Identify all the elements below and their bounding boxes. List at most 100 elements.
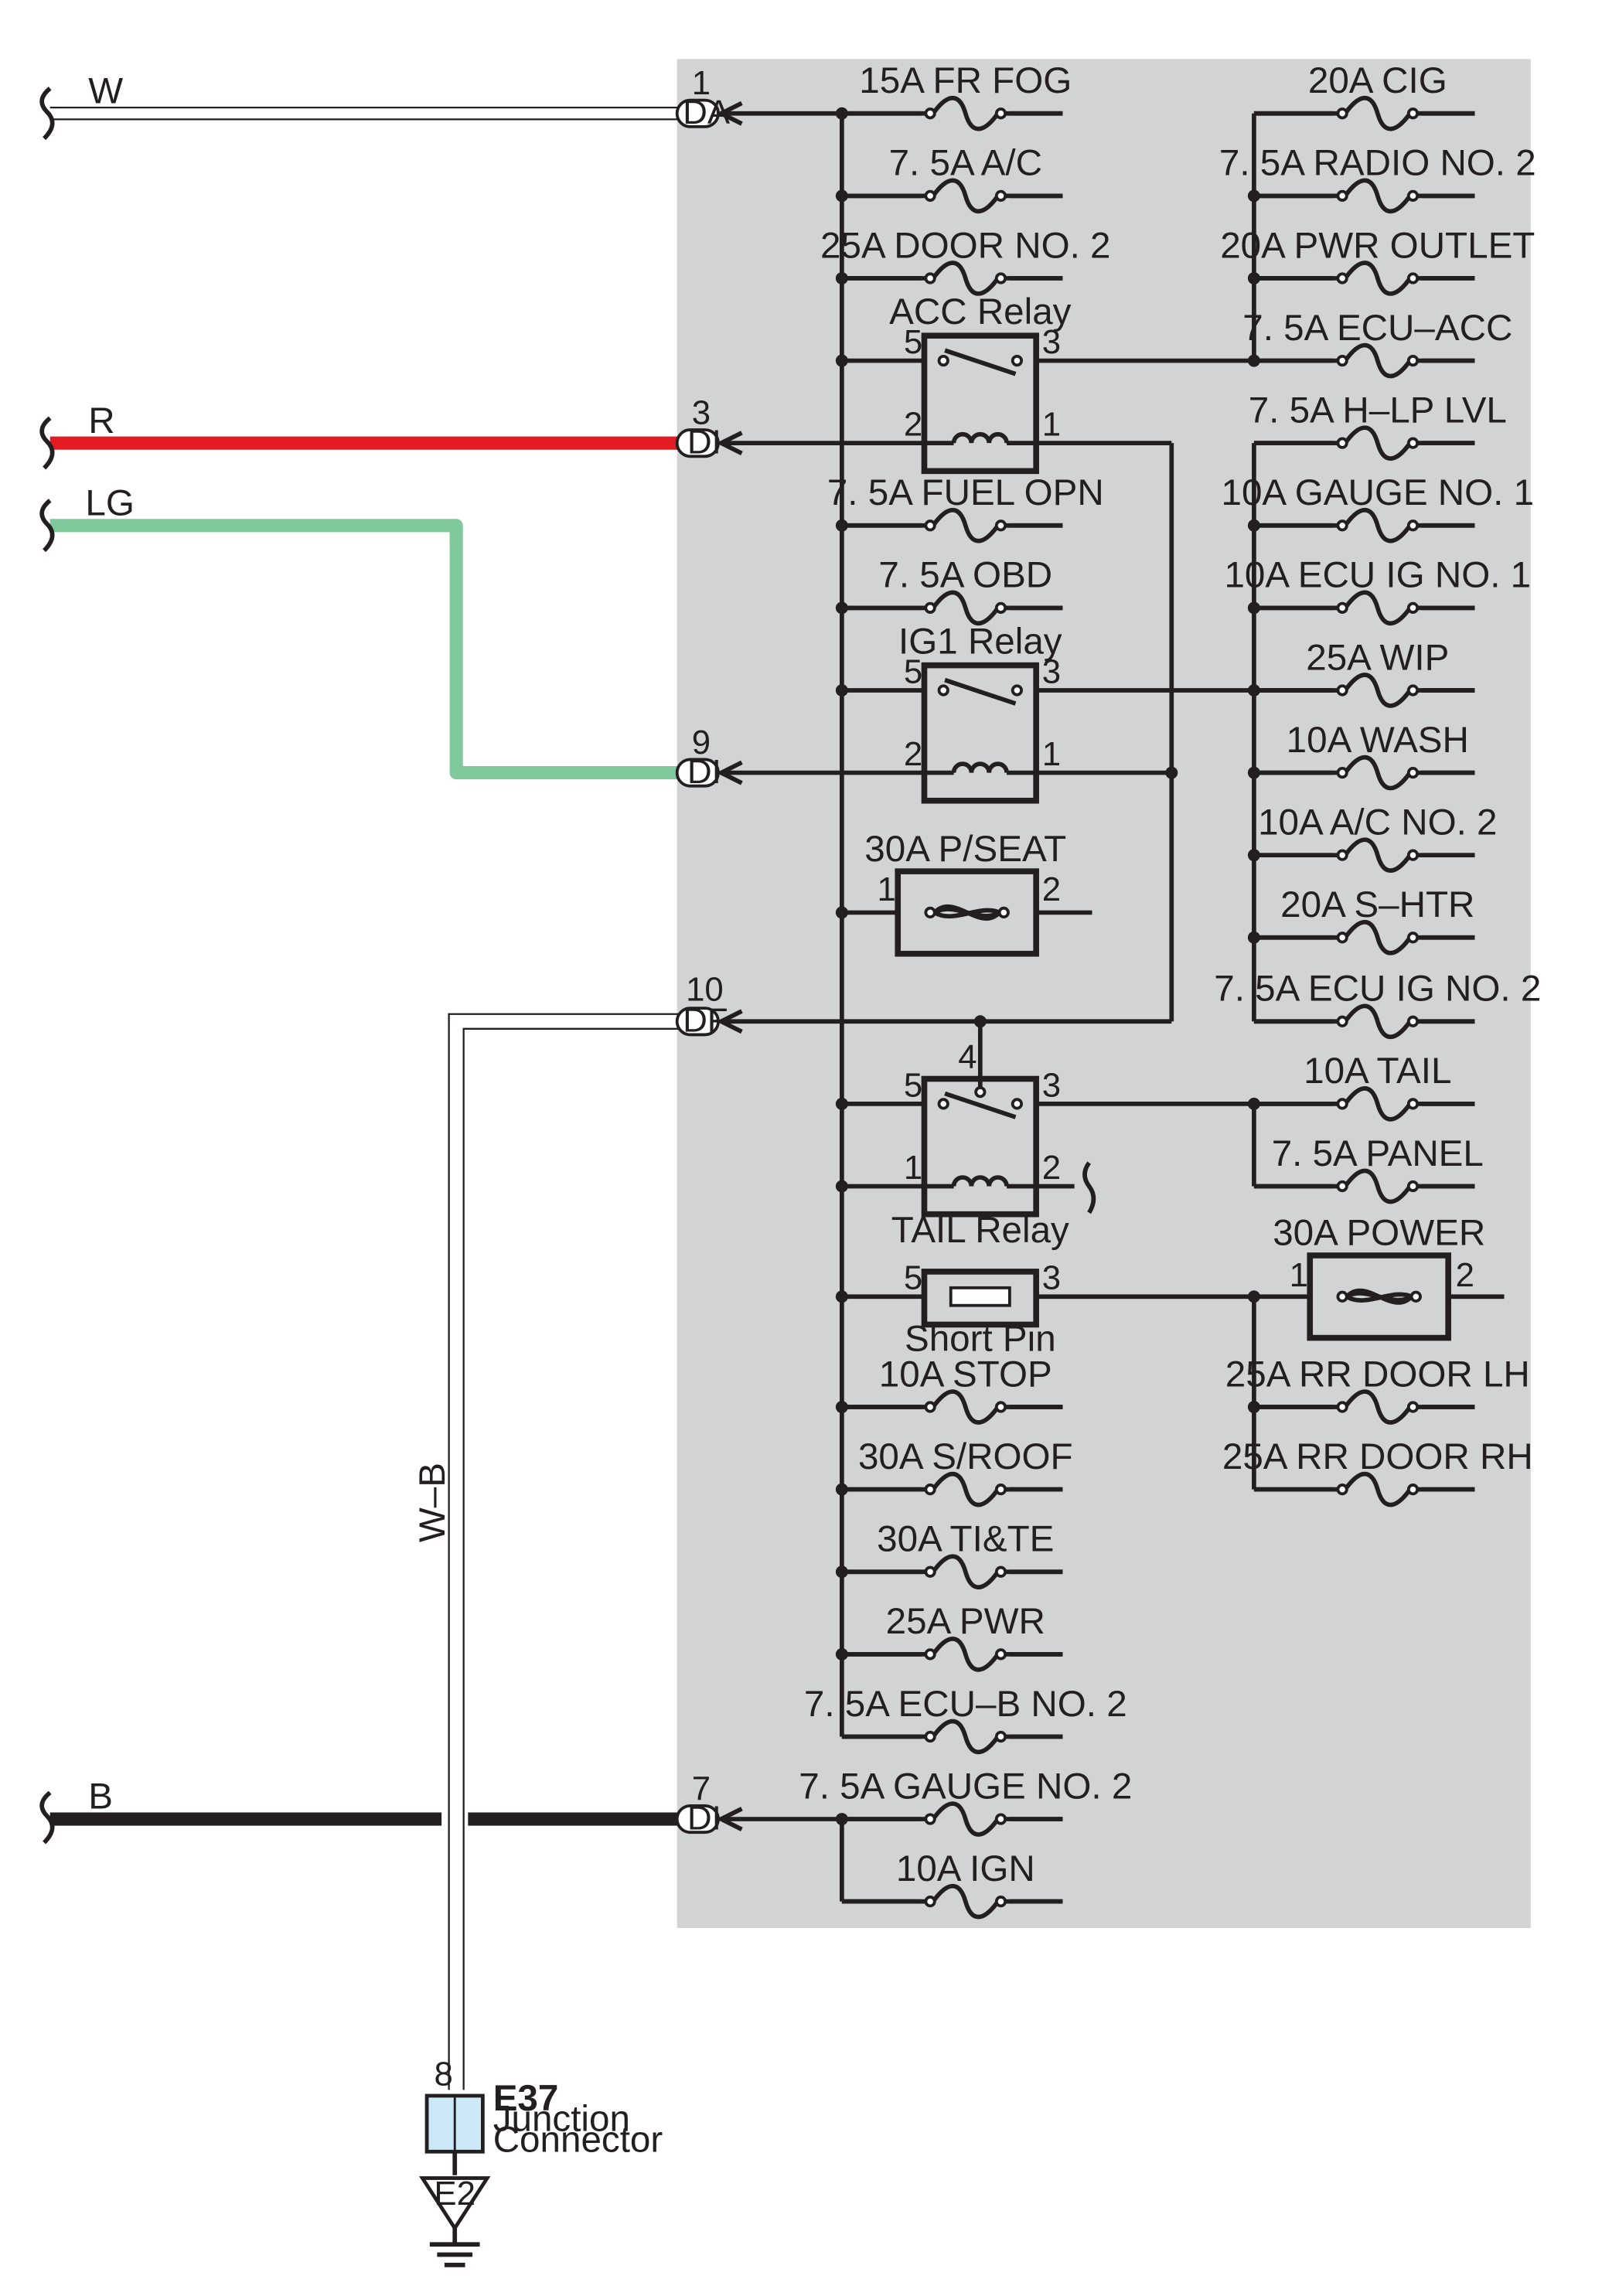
junction-dot <box>835 683 848 697</box>
fuse-icon <box>1343 673 1413 708</box>
fuse-right: 7. 5A RADIO NO. 2 <box>1219 143 1536 213</box>
relay-pin: 2 <box>904 735 922 773</box>
junction-dot <box>1247 354 1260 367</box>
fuse-icon <box>931 1472 1000 1507</box>
junction-dot <box>1247 931 1260 944</box>
wire-r: R <box>39 400 680 470</box>
ground-triangle-icon <box>418 2176 491 2232</box>
fuse-right: 10A A/C NO. 2 <box>1253 802 1498 873</box>
fusible-link-pin: 2 <box>1456 1256 1474 1294</box>
wire-w: W <box>39 70 680 141</box>
fuse-label: 20A PWR OUTLET <box>1220 225 1535 266</box>
junction-dot <box>835 1483 848 1496</box>
relay-coil-icon <box>951 1175 1009 1187</box>
wire-lg: LG <box>39 482 680 780</box>
junction-dot <box>835 1290 848 1303</box>
fuse-label: 10A STOP <box>879 1354 1052 1395</box>
fusible-link-power: 30A POWER 1 2 <box>1273 1213 1485 1341</box>
fuse-label: 15A FR FOG <box>859 60 1072 101</box>
relay-pin: 5 <box>904 323 922 361</box>
junction-dot <box>835 519 848 532</box>
acc-relay: ACC Relay 5 3 2 1 <box>889 291 1072 475</box>
fuse-label: 10A TAIL <box>1304 1051 1451 1092</box>
fusible-link-pseat: 30A P/SEAT 1 2 <box>864 829 1066 957</box>
fuse-icon <box>1343 508 1413 543</box>
fuse-left: 7. 5A ECU–B NO. 2 <box>804 1684 1127 1755</box>
fuse-label: 7. 5A ECU–ACC <box>1242 308 1512 349</box>
fusible-link-label: 30A POWER <box>1273 1213 1485 1254</box>
wire-w-label: W <box>88 70 123 111</box>
connector-code: DI <box>687 1799 721 1837</box>
junction-dot <box>1247 683 1260 697</box>
ig1-relay: IG1 Relay 5 3 2 1 <box>898 621 1062 804</box>
fuse-icon <box>1343 342 1413 379</box>
fuse-left: 7. 5A FUEL OPN <box>827 472 1104 543</box>
junction-dot <box>1247 519 1260 532</box>
fuse-icon <box>931 1884 1000 1920</box>
relay-switch-icon <box>944 348 1017 376</box>
junction-dot <box>1247 766 1260 779</box>
fuse-label: 10A A/C NO. 2 <box>1258 802 1497 843</box>
relay-pin: 4 <box>958 1038 977 1076</box>
wire-break-icon <box>39 87 55 141</box>
fuse-right: 20A CIG <box>1253 60 1475 131</box>
wire-wb: W–B <box>412 1013 680 2090</box>
fuse-label: 7. 5A GAUGE NO. 2 <box>799 1766 1132 1807</box>
junction-dot <box>973 1015 987 1028</box>
relay-pin: 5 <box>904 652 922 690</box>
relay-pin: 3 <box>1042 652 1061 690</box>
fuse-icon <box>1343 1389 1413 1425</box>
relay-pin: 1 <box>904 1149 922 1187</box>
fuse-icon <box>1343 590 1413 625</box>
fuse-label: 7. 5A RADIO NO. 2 <box>1219 143 1536 184</box>
fuse-label: 7. 5A A/C <box>889 143 1042 184</box>
tail-relay: 5 3 1 2 4 TAIL Relay <box>891 1038 1069 1251</box>
junction-pin: 8 <box>435 2056 453 2093</box>
junction-dot <box>835 601 848 615</box>
fuse-right: 10A WASH <box>1253 720 1475 791</box>
fuse-icon <box>1343 1003 1413 1039</box>
connector-pin: 3 <box>692 393 711 431</box>
fuse-icon <box>931 261 1000 296</box>
connector-di-9: 9 DI <box>675 724 743 791</box>
fuse-label: 25A WIP <box>1306 637 1449 678</box>
junction-dots <box>835 107 1260 1826</box>
fuse-right: 25A WIP <box>1253 637 1475 708</box>
fuse-icon <box>931 1389 1000 1425</box>
fuse-right: 10A TAIL <box>1253 1051 1475 1122</box>
internal-wiring <box>721 111 1505 1902</box>
fuse-left: 10A STOP <box>841 1354 1063 1425</box>
relay-pin: 1 <box>1042 406 1061 444</box>
junction-dot <box>835 1180 848 1193</box>
short-pin-pin: 5 <box>904 1259 922 1297</box>
relay-coil-icon <box>951 431 1009 444</box>
relay-pin: 2 <box>1042 1149 1061 1187</box>
fuse-icon <box>931 508 1000 543</box>
junction-dot <box>1247 1097 1260 1110</box>
junction-label-line2: Connector <box>493 2119 663 2160</box>
fuse-icon <box>1343 261 1413 296</box>
junction-dot <box>835 1097 848 1110</box>
fuse-right: 10A ECU IG NO. 1 <box>1224 555 1531 625</box>
junction-code: E37 <box>493 2078 559 2119</box>
fuse-right: 25A RR DOOR RH <box>1222 1436 1533 1507</box>
connector-code: DI <box>687 423 721 461</box>
relay-pin: 3 <box>1042 323 1061 361</box>
relay-pin: 5 <box>904 1066 922 1104</box>
relay-label: TAIL Relay <box>891 1210 1069 1251</box>
relay-label: IG1 Relay <box>898 621 1062 662</box>
junction-dot <box>835 906 848 919</box>
short-pin-icon <box>949 1286 1011 1307</box>
fuse-label: 7. 5A H–LP LVL <box>1249 390 1507 431</box>
fuse-label: 25A RR DOOR LH <box>1225 1354 1530 1395</box>
wire-b: B <box>39 1777 680 1845</box>
wire-break-icon <box>39 1790 55 1845</box>
fuse-icon <box>931 590 1000 625</box>
fuse-label: 25A RR DOOR RH <box>1222 1436 1533 1477</box>
fusible-link-icon <box>1345 1288 1413 1305</box>
fuse-icon <box>1343 1086 1413 1122</box>
fuse-left: 7. 5A OBD <box>841 555 1063 625</box>
junction-dot <box>1247 271 1260 284</box>
